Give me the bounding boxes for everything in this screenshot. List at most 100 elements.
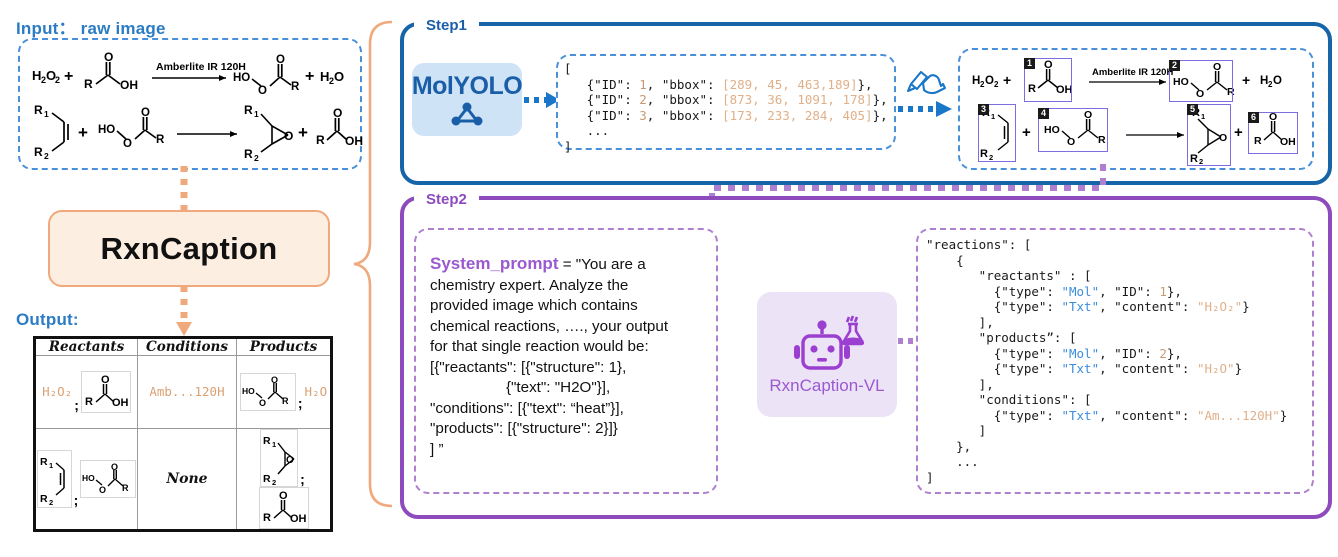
prompt-line: "products": [{"structure": 2}]} [430,420,618,437]
svg-text:2: 2 [55,75,60,85]
prompt-line: [{"reactants": [{"structure": 1}, [430,358,627,376]
tag-1: 1 [1024,58,1035,69]
svg-text:+: + [1242,72,1250,88]
svg-text:R: R [291,81,300,93]
svg-text:1: 1 [49,461,53,470]
svg-text:OH: OH [345,134,363,148]
svg-text:R: R [85,396,93,408]
svg-text:R: R [282,396,289,406]
rxncaption-vl-chip: RxnCaption-VL [757,292,897,417]
input-reaction-1: H 2 O 2 + R O OH Amberlite IR 120H HO O [30,48,348,100]
svg-text:+: + [305,68,314,85]
svg-text:O: O [141,107,150,119]
svg-text:H: H [972,75,980,87]
header-reactants: Reactants [34,337,138,356]
svg-text:OH: OH [120,78,138,92]
svg-text:R: R [122,483,129,493]
svg-text:HO: HO [233,72,250,84]
svg-text:O: O [333,106,342,120]
prompt-line: = "You are a [558,256,646,273]
svg-text:HO: HO [242,386,255,396]
hand-drawing-icon [906,70,947,95]
tag-3: 3 [978,104,989,115]
tag-4: 4 [1038,108,1049,119]
svg-text:O: O [985,75,994,87]
bbox-2 [1169,60,1233,102]
svg-text:R: R [263,473,271,485]
svg-text:O: O [1219,132,1227,144]
annotated-image-box: H 2 O 2 + R O OH Amberlite IR 120H HO O … [958,48,1314,170]
input-label: Input： raw image [16,19,166,38]
svg-text:+: + [1022,124,1031,141]
svg-text:2: 2 [329,76,334,86]
molecule-thumb-rcooh-2: R O OH [258,487,309,529]
svg-text:2: 2 [994,80,999,89]
svg-text:OH: OH [290,513,307,525]
bbox-3 [978,104,1016,162]
svg-text:O: O [1273,75,1282,87]
svg-text:H: H [32,68,41,83]
table-row: R 1 R 2 ; HO O O [34,428,332,531]
svg-text:R: R [1190,153,1198,165]
rxncaption-to-output-arrow [176,286,192,336]
svg-text:2: 2 [254,153,259,163]
svg-text:1: 1 [991,112,995,121]
step2-label: Step2 [426,191,467,208]
svg-text:2: 2 [980,80,985,89]
svg-text:O: O [1269,111,1277,123]
input-raw-image-box: H 2 O 2 + R O OH Amberlite IR 120H HO O [18,38,363,170]
svg-text:+: + [64,68,73,85]
separator: ; [74,397,79,413]
svg-text:R: R [156,134,165,146]
prompt-line: for that single reaction would be: [430,338,649,355]
annotated-condition-text: Amberlite IR 120H [1092,67,1173,78]
svg-text:R: R [1028,83,1036,95]
product-text-h2o: H₂O [304,384,328,400]
bbox-1 [1024,58,1072,102]
prompt-line: chemistry expert. Analyze the [430,276,629,294]
prompt-line: {"text": "H2O"}], [430,379,611,396]
svg-text:R: R [1098,134,1106,146]
svg-text:O: O [284,129,293,143]
table-header-row: Reactants Conditions Products [34,337,332,356]
svg-text:O: O [286,455,294,466]
separator: ; [297,395,303,411]
prompt-line: provided image which contains [430,297,638,314]
condition-none: None [166,471,208,487]
tag-5: 5 [1187,104,1198,115]
svg-text:R: R [1254,135,1262,147]
separator: ; [300,471,305,487]
bbox-5 [1187,104,1231,166]
svg-text:1: 1 [272,440,276,449]
bbox-6 [1248,112,1298,154]
molecule-thumb-rcooh: R O OH [80,371,131,413]
svg-text:O: O [104,50,113,64]
molecule-thumb-epoxide: R 1 O R 2 [260,429,299,487]
condition-text: Amb...120H [149,384,225,399]
step1-tab: Step1 [414,14,479,38]
svg-text:R: R [263,435,271,447]
svg-text:O: O [46,68,56,83]
rxncaption-box: RxnCaption [48,210,330,287]
svg-text:R: R [263,512,271,524]
svg-text:O: O [1196,88,1204,100]
detection-json: [ {"ID": 1, "bbox": [289, 45, 463,189]},… [564,61,888,154]
system-prompt-box: System_prompt = "You are a chemistry exp… [414,228,718,494]
output-json-box: "reactions": [ { "reactants" : [ {"type"… [916,228,1314,494]
molecule-triangle-icon [451,102,483,126]
svg-text:HO: HO [1173,76,1189,88]
rxncaption-brace [353,20,393,508]
svg-text:+: + [78,123,88,142]
molyolo-to-json-arrow [524,92,560,108]
reactant-text-h2o2: H₂O₂ [42,384,73,400]
svg-text:R: R [84,77,93,91]
input-reaction-2: R 1 R 2 + HO O O R R 1 [32,100,363,163]
svg-text:O: O [279,490,288,502]
svg-text:+: + [298,123,308,142]
svg-text:O: O [271,375,278,385]
output-label: Output: [16,310,79,329]
svg-text:OH: OH [112,397,129,409]
svg-text:OH: OH [1056,84,1073,96]
svg-text:H: H [320,69,329,84]
svg-text:HO: HO [82,473,95,483]
